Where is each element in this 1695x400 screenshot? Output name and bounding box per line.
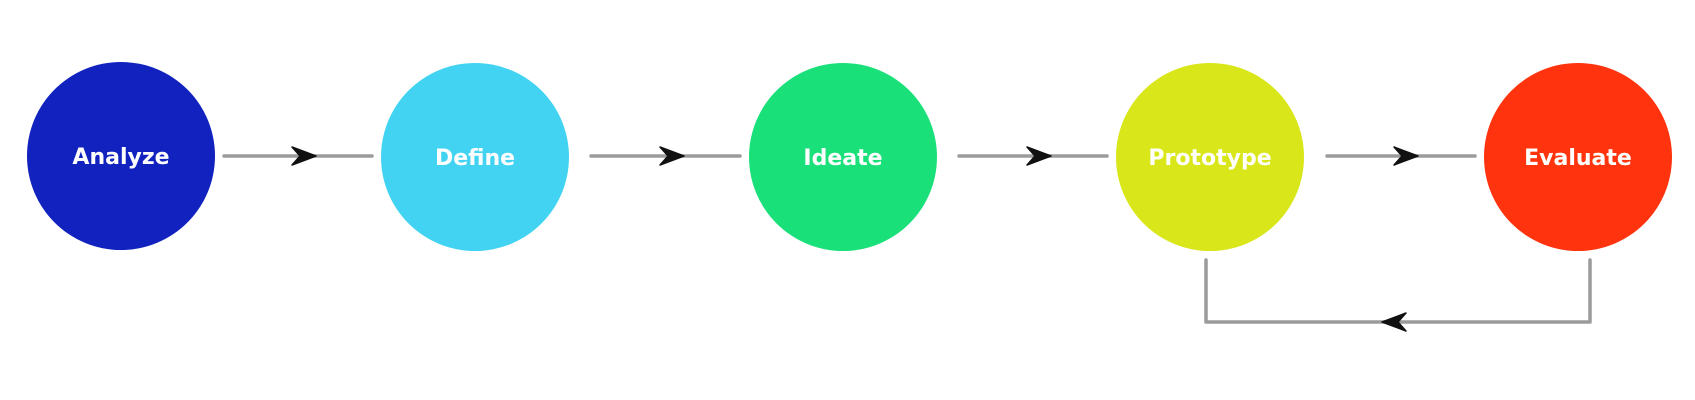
stage-node-prototype: Prototype [1116,63,1304,251]
stage-node-evaluate: Evaluate [1484,63,1672,251]
stage-circle-define [381,63,569,251]
stage-node-analyze: Analyze [27,62,215,250]
connector-define-to-ideate [589,146,742,166]
arrowhead-left-icon [1381,312,1407,332]
arrowhead-right-icon [291,146,317,166]
connector-analyze-to-define [222,146,374,166]
stage-node-define: Define [381,63,569,251]
feedback-loop-line [1204,258,1592,324]
stage-label-prototype: Prototype [1148,146,1271,171]
stage-node-ideate: Ideate [749,63,937,251]
stage-circle-ideate [749,63,937,251]
stage-circle-analyze [27,62,215,250]
stage-label-ideate: Ideate [803,146,882,171]
arrowhead-right-icon [1393,146,1419,166]
arrowhead-right-icon [1026,146,1052,166]
connector-evaluate-to-prototype [1204,258,1592,332]
connector-ideate-to-prototype [957,146,1109,166]
stage-circle-prototype [1116,63,1304,251]
connector-prototype-to-evaluate [1325,146,1477,166]
stage-label-evaluate: Evaluate [1524,146,1632,171]
stage-label-analyze: Analyze [72,145,169,170]
arrowhead-right-icon [659,146,685,166]
stage-circle-evaluate [1484,63,1672,251]
stage-label-define: Define [435,146,515,171]
